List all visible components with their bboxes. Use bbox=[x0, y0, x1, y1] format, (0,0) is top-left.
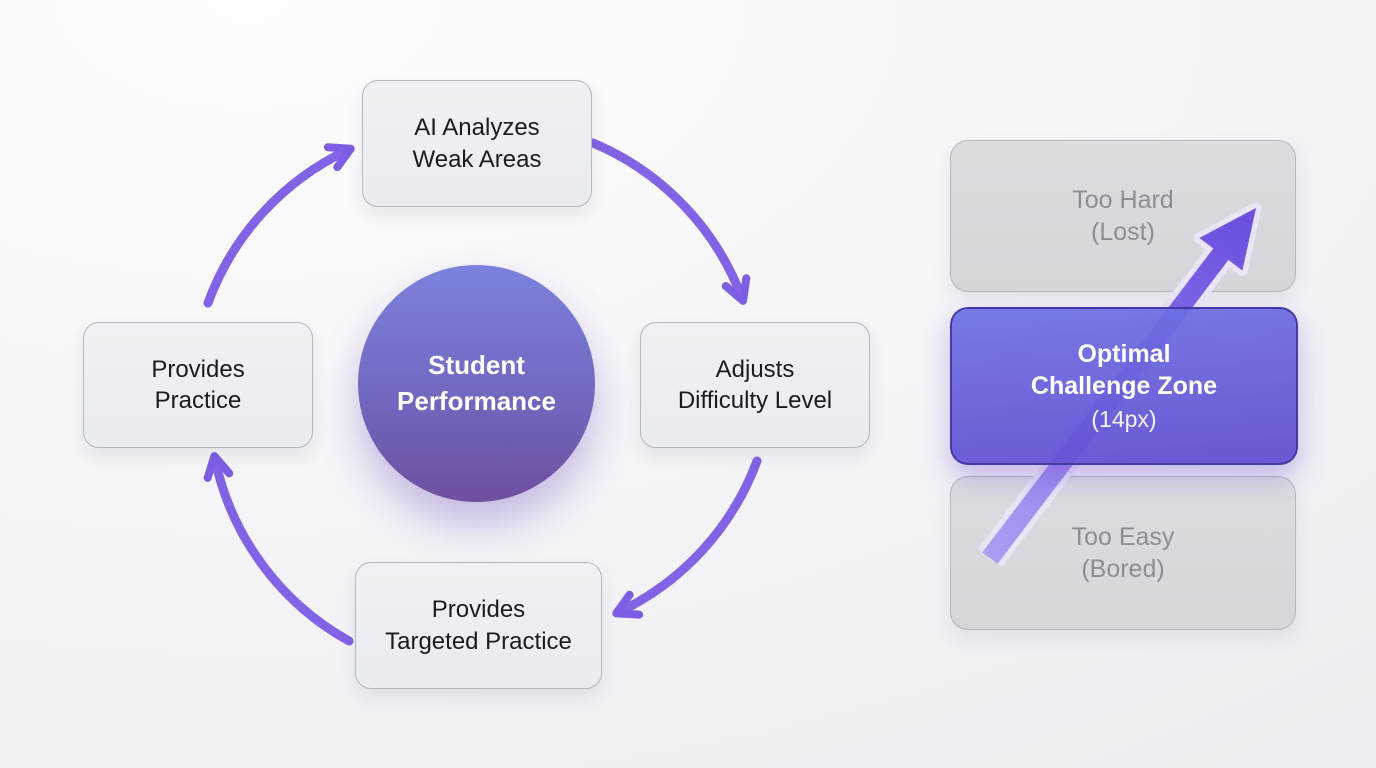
node-label: Provides Targeted Practice bbox=[385, 596, 572, 655]
cycle-arrow-left-to-top bbox=[203, 143, 355, 308]
node-label: Provides Practice bbox=[151, 355, 245, 414]
zone-subtitle: (14px) bbox=[1091, 405, 1157, 432]
zone-box-too-easy: Too Easy (Bored) bbox=[950, 476, 1296, 630]
node-adjusts-difficulty-level: Adjusts Difficulty Level bbox=[640, 322, 870, 448]
node-ai-analyzes-weak-areas: AI Analyzes Weak Areas bbox=[362, 80, 592, 207]
node-provides-targeted-practice: Provides Targeted Practice bbox=[355, 562, 602, 689]
zone-label: Too Hard (Lost) bbox=[1072, 185, 1174, 247]
zone-label: Too Easy (Bored) bbox=[1071, 522, 1175, 584]
zone-box-too-hard: Too Hard (Lost) bbox=[950, 140, 1296, 292]
node-label: AI Analyzes Weak Areas bbox=[412, 114, 542, 173]
cycle-arrow-bottom-to-left bbox=[203, 452, 354, 646]
zone-title: Optimal Challenge Zone bbox=[1030, 339, 1218, 401]
node-provides-practice: Provides Practice bbox=[83, 322, 313, 448]
node-label: Adjusts Difficulty Level bbox=[677, 355, 833, 414]
center-circle-label: Student Performance bbox=[397, 350, 556, 416]
cycle-arrow-top-to-right bbox=[588, 138, 751, 305]
center-circle-student-performance: Student Performance bbox=[358, 265, 595, 502]
zone-box-optimal-challenge: Optimal Challenge Zone (14px) bbox=[950, 307, 1298, 465]
cycle-arrow-right-to-bottom bbox=[612, 456, 762, 619]
